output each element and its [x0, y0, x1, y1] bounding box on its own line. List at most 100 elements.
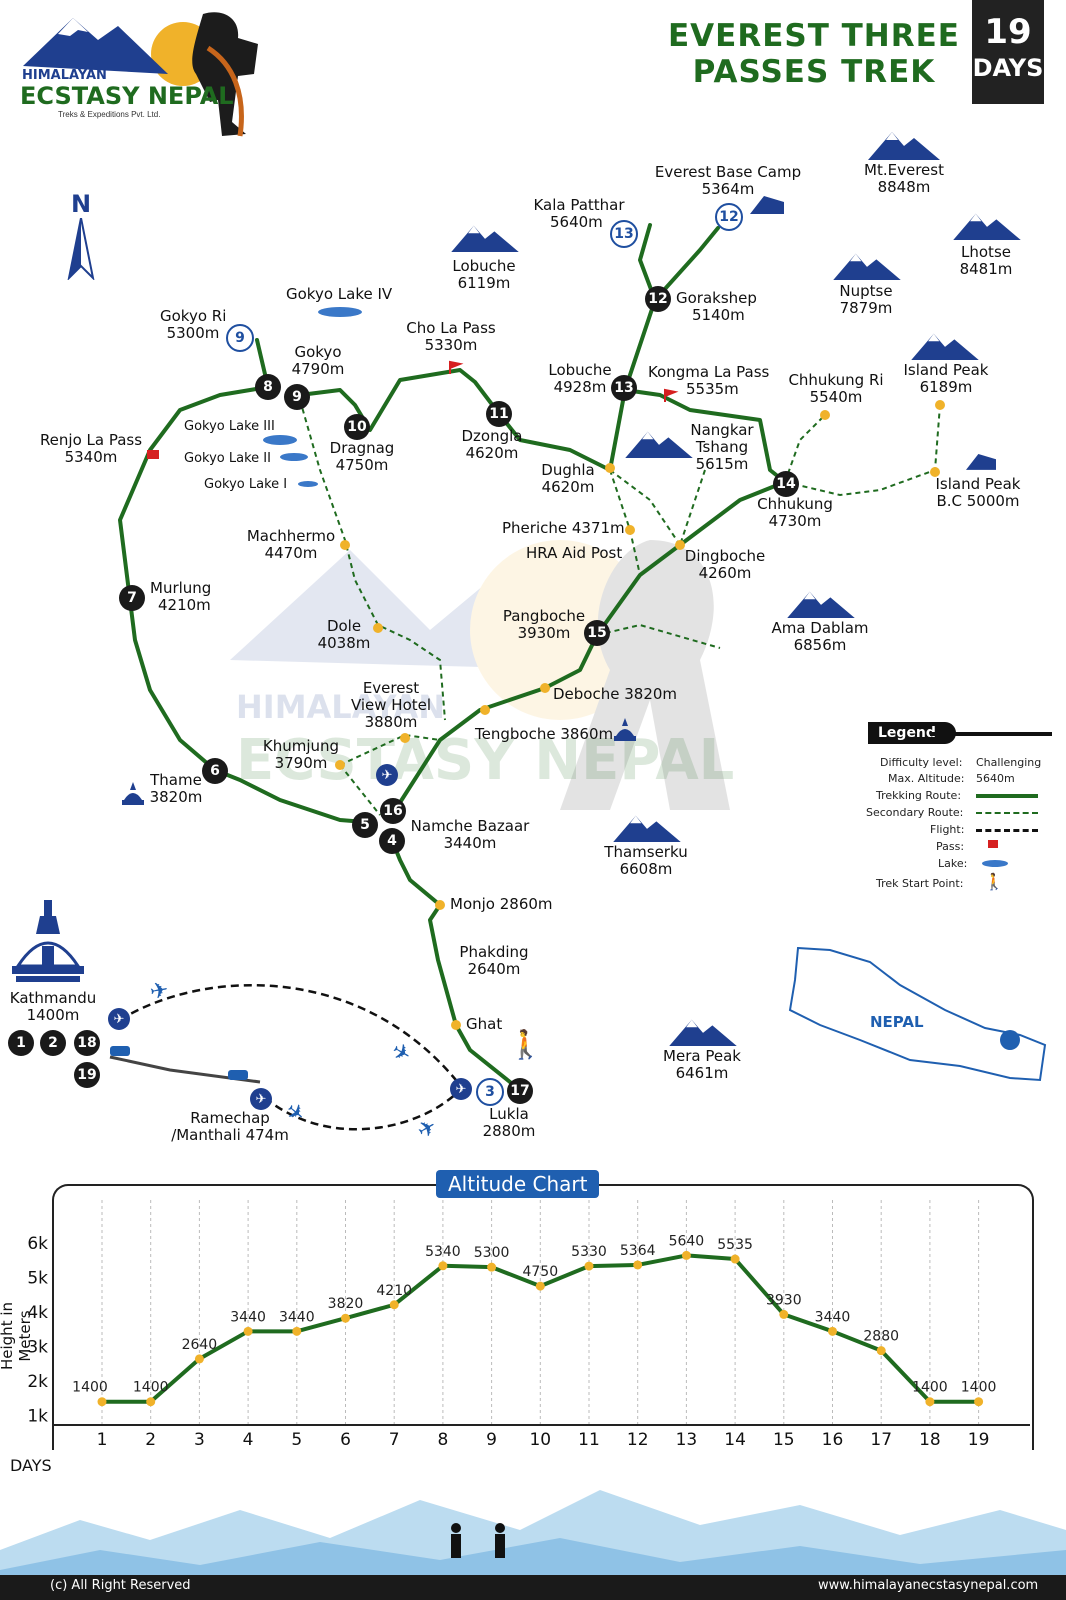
- watermark-logo: [230, 540, 730, 810]
- marker-ghat: [451, 1020, 461, 1030]
- chart-data-label: 5340: [425, 1244, 461, 1260]
- place-name: Machhermo: [246, 527, 336, 545]
- day-node: 16: [380, 798, 406, 824]
- place-alt: 4620m: [465, 444, 519, 462]
- footer-copyright: (c) All Right Reserved: [50, 1578, 191, 1593]
- chart-data-label: 3440: [230, 1309, 266, 1325]
- chart-point: [194, 1354, 204, 1364]
- place-name: Cho La Pass: [406, 319, 496, 337]
- place-alt: 3930m: [517, 624, 571, 642]
- place-name: Gorakshep: [676, 289, 757, 307]
- place-name: Phakding: [459, 943, 529, 961]
- day-node: 9: [226, 324, 254, 352]
- place-ramechap: Ramechap/Manthali 474m: [170, 1110, 290, 1144]
- place-name: Everest Base Camp: [654, 163, 802, 181]
- chart-data-label: 3440: [815, 1309, 851, 1325]
- flight-path-ktm-lukla: [119, 983, 461, 1086]
- chart-xtick: 13: [676, 1430, 698, 1450]
- place-name: Kathmandu: [9, 989, 97, 1007]
- legend-flight-swatch: [976, 829, 1038, 832]
- place-lake2: Gokyo Lake II: [184, 451, 271, 466]
- pass-flag-kongma: [664, 388, 679, 402]
- place-lake4: Gokyo Lake IV: [286, 285, 393, 303]
- marker-chhukungri: [820, 410, 830, 420]
- main-route-lukla-namche: [390, 838, 522, 1092]
- place-name: Nangkar: [690, 421, 754, 439]
- watermark-line1: HIMALAYAN: [236, 688, 446, 726]
- day-node: 14: [773, 471, 799, 497]
- peak-name: Mt.Everest: [864, 161, 944, 179]
- place-name2: /Manthali 474m: [171, 1126, 289, 1144]
- legend-difficulty-label: Difficulty level:: [880, 756, 963, 769]
- legend-secondary-swatch: [976, 812, 1038, 814]
- stupa-icon: [614, 718, 636, 741]
- chart-xtick: 1: [97, 1430, 108, 1450]
- car-icon: [228, 1070, 248, 1080]
- title-line1: EVEREST THREE: [668, 18, 960, 54]
- flight-path-ramechap-lukla: [264, 1089, 461, 1131]
- place-name: Dzongla: [461, 427, 523, 445]
- place-alt: 4750m: [335, 456, 389, 474]
- hiker-icon: 🚶: [984, 874, 1004, 891]
- marker-islandbc: [930, 467, 940, 477]
- lake-icon: [982, 860, 1008, 867]
- place-alt: 5140m: [692, 306, 745, 324]
- chart-xlabel: DAYS: [10, 1456, 52, 1475]
- place-alt: 5340m: [64, 448, 118, 466]
- footer-url[interactable]: www.himalayanecstasynepal.com: [818, 1578, 1039, 1593]
- chart-point: [633, 1260, 643, 1270]
- stupa-icon: [122, 782, 144, 805]
- place-monjo: Monjo 2860m: [450, 895, 553, 913]
- pass-flag-icon: [988, 840, 998, 848]
- chart-data-label: 1400: [133, 1380, 169, 1396]
- altitude-chart: 1k2k3k4k5k6k1400114002264033440434405382…: [27, 1200, 1030, 1450]
- airport-icon: ✈: [450, 1078, 472, 1100]
- chart-ytick: 1k: [27, 1407, 48, 1427]
- legend-trek-route-swatch: [976, 794, 1038, 798]
- chart-point: [925, 1397, 935, 1407]
- brand-logo[interactable]: HIMALAYAN ECSTASY NEPAL Treks & Expediti…: [18, 4, 258, 144]
- chart-xtick: 8: [437, 1430, 448, 1450]
- chart-point: [292, 1326, 302, 1336]
- place-name: Thame: [150, 771, 202, 789]
- chart-ytick: 5k: [27, 1269, 48, 1289]
- day-node: 2: [40, 1030, 66, 1056]
- day-node: 12: [645, 286, 671, 312]
- mountain-icon: [787, 591, 855, 618]
- peak-alt: 6856m: [793, 636, 847, 654]
- chart-data-label: 5364: [620, 1243, 656, 1259]
- chart-xtick: 5: [291, 1430, 302, 1450]
- pass-flag-renjo: [147, 450, 159, 459]
- mountain-icon: [911, 333, 979, 360]
- pass-flag-cho: [449, 360, 464, 374]
- place-alt: 5535m: [686, 380, 739, 398]
- place-name2: View Hotel: [350, 696, 432, 714]
- chart-data-label: 1400: [72, 1380, 108, 1396]
- place-alt: 4038m: [317, 634, 371, 652]
- chart-data-label: 3930: [766, 1292, 802, 1308]
- mountain-icon: [625, 431, 693, 458]
- chart-point: [876, 1346, 886, 1356]
- secondary-route-ama: [596, 623, 721, 649]
- legend-trek-route-label: Trekking Route:: [876, 789, 962, 802]
- peak-alt: 6608m: [619, 860, 673, 878]
- nepal-everest-region: [1000, 1030, 1020, 1050]
- legend-maxalt-label: Max. Altitude:: [888, 772, 965, 785]
- tent-icon: [966, 453, 996, 470]
- chart-ytick: 2k: [27, 1372, 48, 1392]
- airport-icon: ✈: [108, 1008, 130, 1030]
